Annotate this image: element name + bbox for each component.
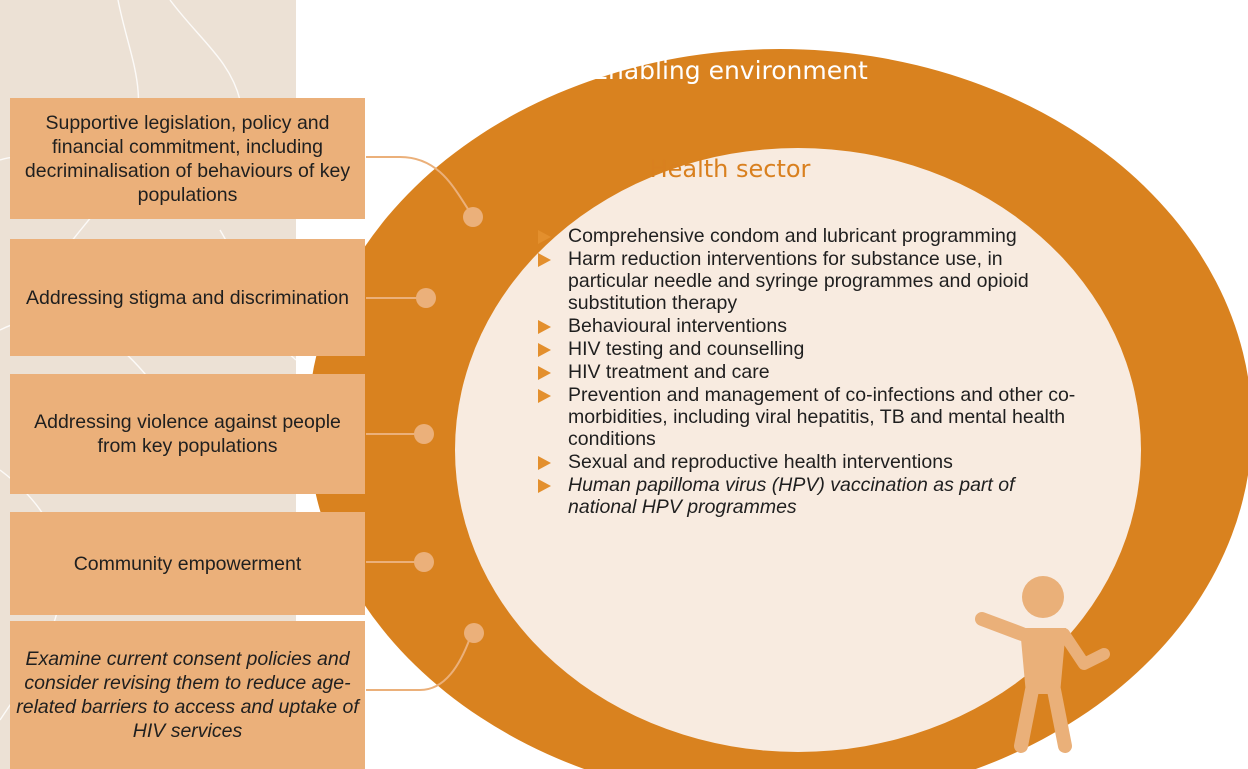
box-label: Community empowerment: [73, 552, 302, 575]
list-item-text: HIV testing and counselling: [568, 338, 805, 360]
list-item: Prevention and management of co-infectio…: [538, 384, 1078, 450]
box-label: Addressing stigma and discrimination: [26, 286, 349, 309]
connector-line: [366, 156, 471, 213]
list-item-text: Human papilloma virus (HPV) vaccination …: [568, 474, 1015, 518]
violence-box: Addressing violence against people from …: [10, 374, 365, 494]
health-sector-list: Comprehensive condom and lubricant progr…: [538, 225, 1078, 519]
list-item-text: Behavioural interventions: [568, 315, 787, 337]
enabling-environment-title: Enabling environment: [592, 56, 868, 85]
list-item-text: Comprehensive condom and lubricant progr…: [568, 225, 1017, 247]
consent-policies-box: Examine current consent policies and con…: [10, 621, 365, 769]
triangle-right-icon: [538, 253, 551, 267]
pattern-curve: [169, 0, 241, 101]
health-sector-title: Health sector: [649, 155, 811, 183]
connector-dots: [414, 207, 484, 643]
list-item: HIV treatment and care: [538, 361, 1078, 383]
triangle-right-icon: [538, 320, 551, 334]
box-label: Examine current consent policies and con…: [16, 648, 359, 742]
list-item: Sexual and reproductive health intervent…: [538, 451, 1078, 473]
list-item: Harm reduction interventions for substan…: [538, 248, 1078, 314]
triangle-right-icon: [538, 230, 551, 244]
triangle-right-icon: [538, 343, 551, 357]
connectors: [366, 156, 471, 691]
triangle-right-icon: [538, 456, 551, 470]
list-item: Comprehensive condom and lubricant progr…: [538, 225, 1078, 247]
list-item-text: Harm reduction interventions for substan…: [568, 248, 1029, 314]
health-sector-circle: [455, 148, 1141, 752]
stigma-discrimination-box: Addressing stigma and discrimination: [10, 239, 365, 356]
person-pointing-icon: [975, 576, 1110, 753]
connector-dot: [464, 623, 484, 643]
connector-dot: [414, 424, 434, 444]
list-item: Behavioural interventions: [538, 315, 1078, 337]
community-empowerment-box: Community empowerment: [10, 512, 365, 615]
list-item: HIV testing and counselling: [538, 338, 1078, 360]
list-item: Human papilloma virus (HPV) vaccination …: [538, 474, 1078, 518]
list-item-text: Sexual and reproductive health intervent…: [568, 451, 953, 473]
triangle-right-icon: [538, 389, 551, 403]
connector-line: [366, 637, 471, 691]
connector-dot: [463, 207, 483, 227]
list-item-text: HIV treatment and care: [568, 361, 770, 383]
connector-dot: [414, 552, 434, 572]
connector-dot: [416, 288, 436, 308]
box-label: Addressing violence against people from …: [34, 411, 341, 457]
box-label: Supportive legislation, policy and finan…: [24, 111, 351, 206]
list-item-text: Prevention and management of co-infectio…: [568, 384, 1076, 450]
legislation-policy-box: Supportive legislation, policy and finan…: [10, 98, 365, 219]
triangle-right-icon: [538, 479, 551, 493]
triangle-right-icon: [538, 366, 551, 380]
